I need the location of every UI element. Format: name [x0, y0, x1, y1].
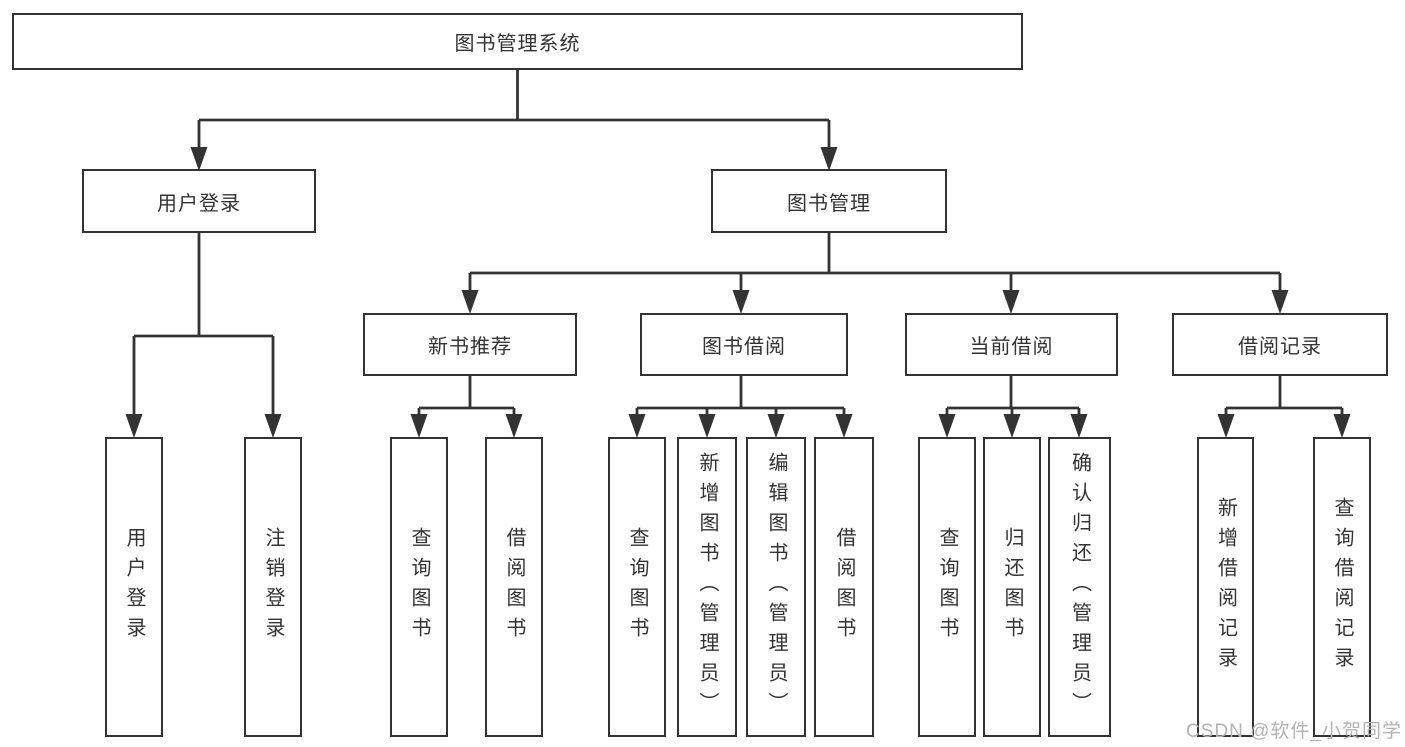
node-current-borrow: 当前借阅: [905, 313, 1118, 376]
leaf-add-book-admin: 新增图书（管理员）: [677, 437, 737, 737]
node-new-book-recommend: 新书推荐: [363, 313, 577, 376]
node-borrow-record: 借阅记录: [1172, 313, 1388, 376]
leaf-edit-book-admin: 编辑图书（管理员）: [746, 437, 806, 737]
node-book-borrow: 图书借阅: [640, 313, 848, 376]
leaf-add-borrow-record: 新增借阅记录: [1197, 437, 1254, 737]
leaf-logout: 注销登录: [244, 437, 302, 737]
csdn-watermark: CSDN @软件_小贺同学: [1186, 721, 1402, 742]
leaf-confirm-return-admin: 确认归还（管理员）: [1048, 437, 1111, 737]
leaf-query-borrow-record: 查询借阅记录: [1313, 437, 1371, 737]
node-book-management: 图书管理: [711, 169, 947, 233]
leaf-query-book: 查询图书: [390, 437, 448, 737]
leaf-user-login: 用户登录: [105, 437, 163, 737]
leaf-query-book: 查询图书: [608, 437, 666, 737]
leaf-borrow-book: 借阅图书: [485, 437, 543, 737]
leaf-return-book: 归还图书: [983, 437, 1041, 737]
node-user-login: 用户登录: [82, 169, 316, 233]
leaf-query-book: 查询图书: [918, 437, 976, 737]
leaf-borrow-book: 借阅图书: [814, 437, 874, 737]
node-library-system: 图书管理系统: [12, 13, 1023, 70]
